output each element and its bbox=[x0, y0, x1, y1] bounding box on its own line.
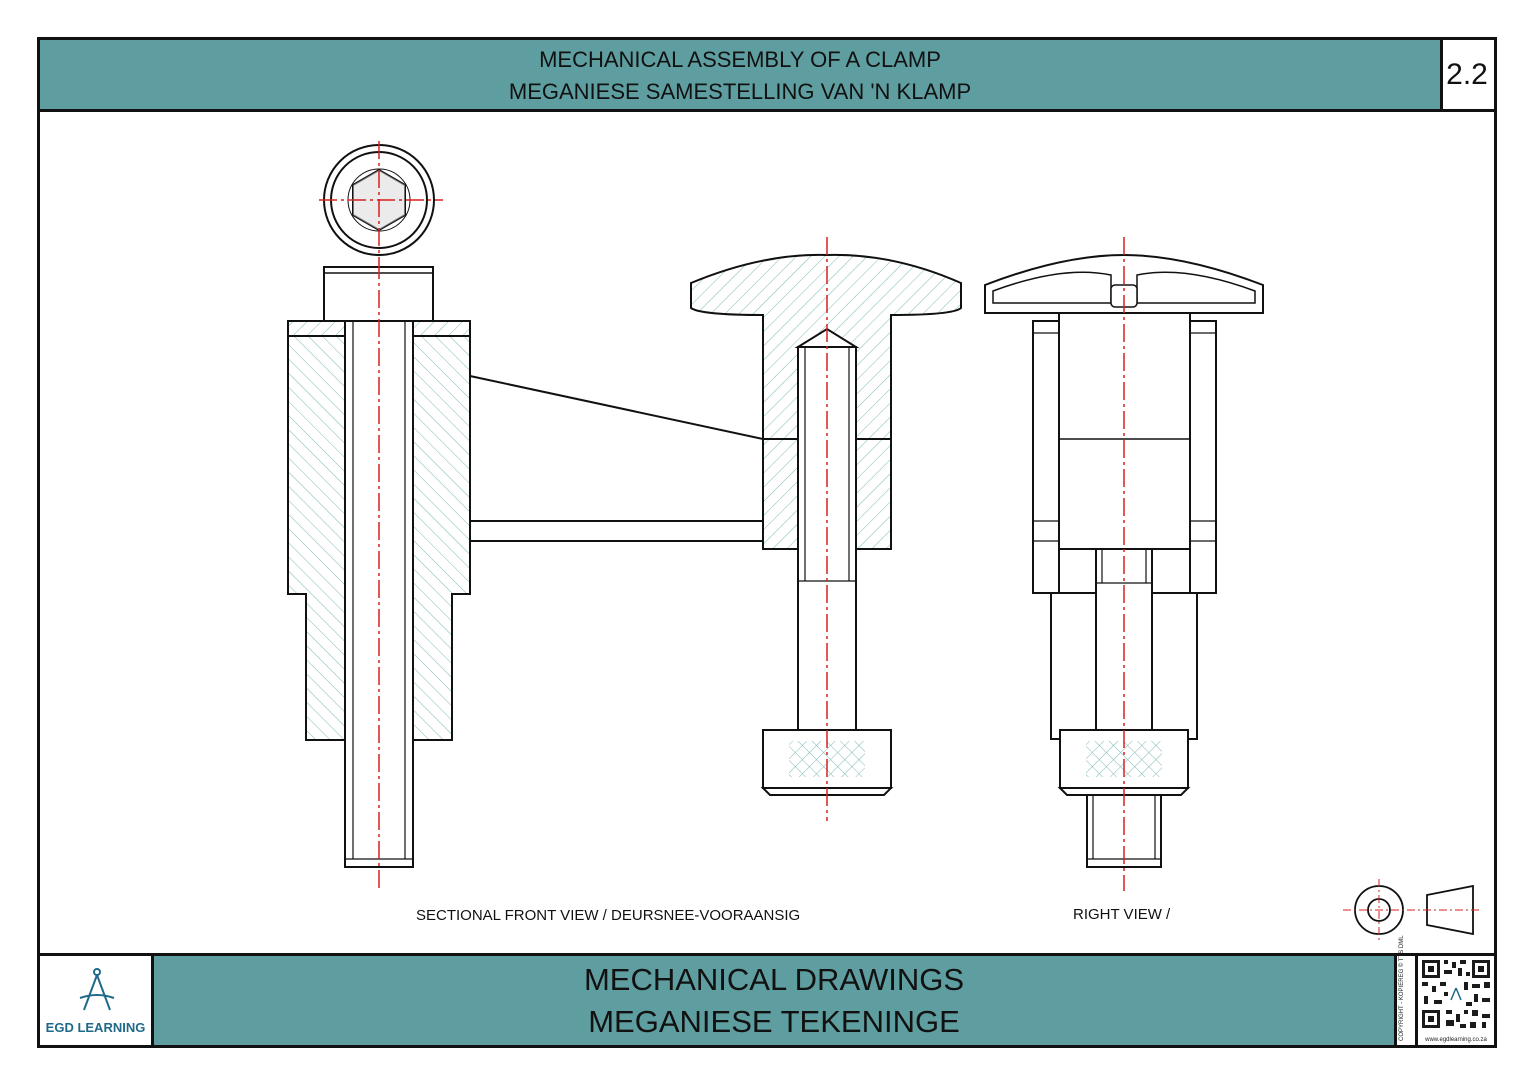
front-view-label: SECTIONAL FRONT VIEW / DEURSNEE-VOORAANS… bbox=[416, 907, 801, 924]
website-url[interactable]: www.egdlearning.co.za bbox=[1425, 1037, 1487, 1043]
footer-title-afrikaans: MEGANIESE TEKENINGE bbox=[588, 1004, 960, 1039]
title-bar: MECHANICAL ASSEMBLY OF A CLAMP MEGANIESE… bbox=[40, 40, 1443, 112]
centerline-front-view bbox=[378, 237, 828, 889]
logo: EGD LEARNING bbox=[40, 956, 154, 1045]
sheet-number: 2.2 bbox=[1440, 40, 1494, 112]
copyright-cell: COPYRIGHT - KOPIEREG © TTS DML bbox=[1394, 935, 1418, 1045]
footer: EGD LEARNING MECHANICAL DRAWINGS MEGANIE… bbox=[40, 935, 1494, 1045]
title-english: MECHANICAL ASSEMBLY OF A CLAMP bbox=[539, 47, 941, 72]
qr-code-icon[interactable] bbox=[1420, 958, 1496, 1034]
drawing-sheet: MECHANICAL ASSEMBLY OF A CLAMP MEGANIESE… bbox=[37, 37, 1497, 1048]
footer-title-english: MECHANICAL DRAWINGS bbox=[583, 962, 965, 997]
compass-icon bbox=[79, 968, 115, 1011]
title-afrikaans: MEGANIESE SAMESTELLING VAN 'N KLAMP bbox=[508, 79, 972, 104]
logo-text: EGD LEARNING bbox=[45, 1020, 146, 1035]
sectional-front-view bbox=[287, 253, 962, 868]
drawing-area bbox=[287, 141, 1479, 941]
qr-cell: www.egdlearning.co.za bbox=[1418, 956, 1494, 1045]
centerline-top-view bbox=[319, 141, 443, 261]
first-angle-projection-icon bbox=[1343, 879, 1479, 941]
right-view-label: RIGHT VIEW / bbox=[1073, 906, 1171, 923]
copyright-text: COPYRIGHT - KOPIEREG © TTS DML bbox=[1399, 935, 1405, 1041]
footer-title: MECHANICAL DRAWINGS MEGANIESE TEKENINGE bbox=[154, 956, 1394, 1045]
